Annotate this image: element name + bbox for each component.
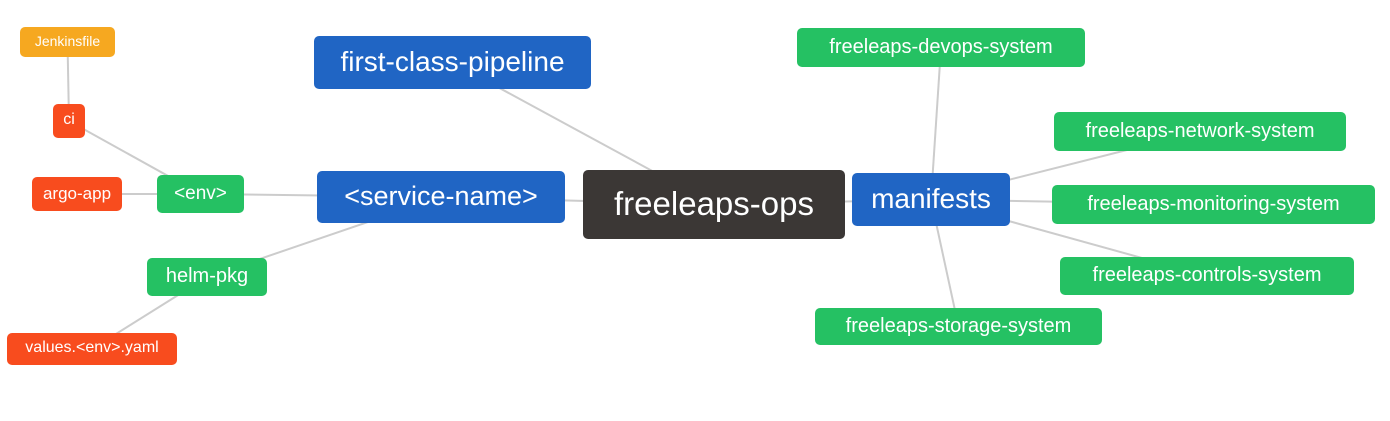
node-label-values-env-yaml: values.<env>.yaml [25, 339, 159, 356]
node-label-network-system: freeleaps-network-system [1085, 119, 1315, 142]
node-label-ci: ci [63, 111, 75, 128]
node-service-name: <service-name> [317, 171, 565, 223]
node-storage-system: freeleaps-storage-system [815, 308, 1102, 345]
node-jenkinsfile: Jenkinsfile [20, 27, 115, 57]
node-label-freeleaps-ops: freeleaps-ops [614, 185, 814, 222]
node-values-env-yaml: values.<env>.yaml [7, 333, 177, 365]
node-network-system: freeleaps-network-system [1054, 112, 1346, 151]
node-label-monitoring-system: freeleaps-monitoring-system [1087, 192, 1340, 215]
node-label-argo-app: argo-app [42, 183, 112, 203]
node-argo-app: argo-app [32, 177, 122, 211]
node-label-service-name: <service-name> [344, 180, 538, 211]
node-controls-system: freeleaps-controls-system [1060, 257, 1354, 295]
node-label-first-class-pipeline: first-class-pipeline [340, 45, 565, 77]
node-ci: ci [53, 104, 85, 138]
node-label-controls-system: freeleaps-controls-system [1092, 264, 1322, 286]
node-label-devops-system: freeleaps-devops-system [829, 35, 1053, 58]
node-monitoring-system: freeleaps-monitoring-system [1052, 185, 1375, 224]
node-label-jenkinsfile: Jenkinsfile [34, 33, 101, 49]
node-env: <env> [157, 175, 244, 213]
node-freeleaps-ops: freeleaps-ops [583, 170, 845, 239]
node-devops-system: freeleaps-devops-system [797, 28, 1085, 67]
node-helm-pkg: helm-pkg [147, 258, 267, 296]
node-label-manifests: manifests [871, 182, 991, 214]
node-label-helm-pkg: helm-pkg [165, 265, 249, 287]
node-first-class-pipeline: first-class-pipeline [314, 36, 591, 89]
node-manifests: manifests [852, 173, 1010, 226]
node-label-storage-system: freeleaps-storage-system [845, 314, 1072, 337]
node-label-env: <env> [174, 182, 227, 204]
